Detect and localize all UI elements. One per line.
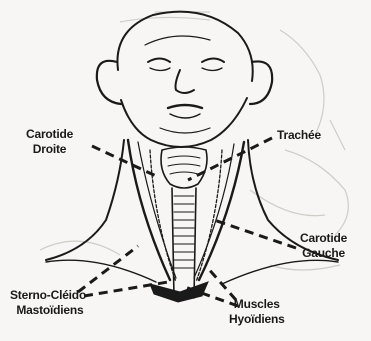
label-carotide-gauche-line2: Gauche (300, 246, 347, 261)
leader-carotide-droite (92, 146, 156, 176)
label-trachee: Trachée (277, 128, 321, 143)
label-carotide-droite-line2: Droite (26, 142, 73, 157)
leader-sterno-1 (78, 246, 138, 292)
label-muscles-line2: Hyoïdiens (229, 312, 285, 327)
leader-lines (78, 138, 296, 306)
label-trachee-text: Trachée (277, 128, 321, 143)
label-muscles-hyoidiens: Muscles Hyoïdiens (229, 297, 285, 327)
label-carotide-gauche-line1: Carotide (300, 231, 347, 246)
neck-drawing (46, 140, 338, 302)
label-carotide-gauche: Carotide Gauche (300, 231, 347, 261)
leader-carotide-gauche (214, 220, 296, 248)
label-sterno-cleido-mastoidiens: Sterno-Cléido- Mastoïdiens (10, 288, 90, 318)
label-carotide-droite-line1: Carotide (26, 127, 73, 142)
label-muscles-line1: Muscles (229, 297, 285, 312)
label-sterno-line2: Mastoïdiens (10, 303, 90, 318)
head-drawing (97, 12, 272, 147)
label-sterno-line1: Sterno-Cléido- (10, 288, 90, 303)
leader-muscles-1 (206, 266, 236, 300)
label-carotide-droite: Carotide Droite (26, 127, 73, 157)
